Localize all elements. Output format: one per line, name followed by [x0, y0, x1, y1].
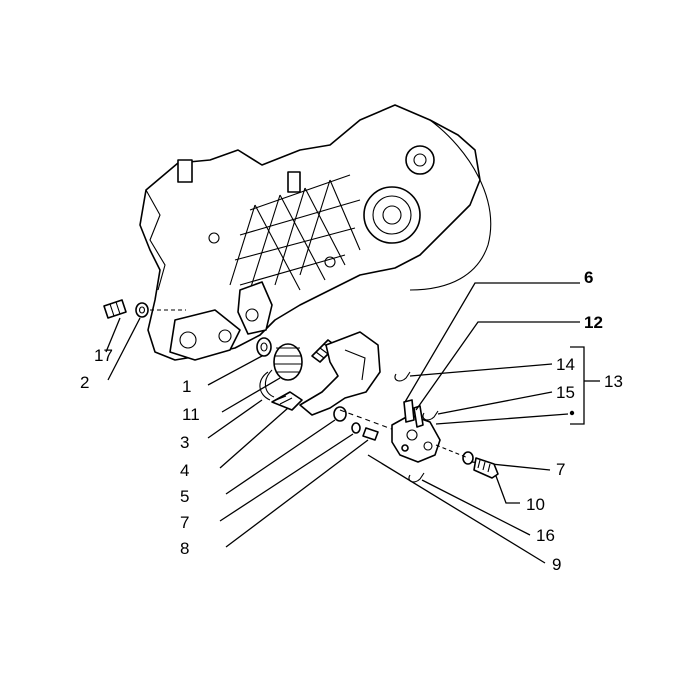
part-4-sector — [219, 391, 303, 469]
part-9-bracket — [367, 414, 546, 564]
part-1-bush — [207, 337, 272, 386]
label-12: 12 — [584, 313, 603, 332]
part-8-bolt — [225, 409, 401, 548]
label-8: 8 — [180, 539, 189, 558]
label-16: 16 — [536, 526, 555, 545]
crankcase-housing — [139, 104, 492, 361]
label-1: 1 — [182, 377, 191, 396]
part-12-pin — [413, 321, 580, 428]
label-9: 9 — [552, 555, 561, 574]
part-10-bolt — [473, 457, 520, 504]
part-2-washer — [107, 302, 186, 381]
part-16-clip — [408, 472, 531, 536]
label-13: 13 — [604, 372, 623, 391]
label-11: 11 — [182, 405, 200, 424]
label-5: 5 — [180, 487, 189, 506]
label-14: 14 — [556, 355, 575, 374]
label-10: 10 — [526, 495, 545, 514]
part-5-lever — [225, 331, 381, 495]
label-3: 3 — [180, 433, 189, 452]
label-6: 6 — [584, 268, 593, 287]
part-3-spring — [207, 369, 275, 439]
part-6-pin — [403, 282, 580, 423]
label-2: 2 — [80, 373, 89, 392]
label-7-left: 7 — [180, 513, 189, 532]
part-15-clip — [422, 391, 553, 421]
part-13-rivet — [435, 410, 575, 425]
label-7-right: 7 — [556, 460, 565, 479]
part-17-stud — [103, 299, 127, 353]
part-7-washer-left — [219, 422, 361, 522]
group-13-bracket — [570, 346, 600, 425]
part-14-clip — [394, 363, 553, 382]
callout-labels: 17 2 1 11 3 4 5 7 8 6 12 14 15 13 7 10 1… — [80, 268, 623, 574]
label-15: 15 — [556, 383, 575, 402]
label-4: 4 — [180, 461, 189, 480]
label-17: 17 — [94, 346, 113, 365]
part-11-gear — [221, 343, 303, 413]
